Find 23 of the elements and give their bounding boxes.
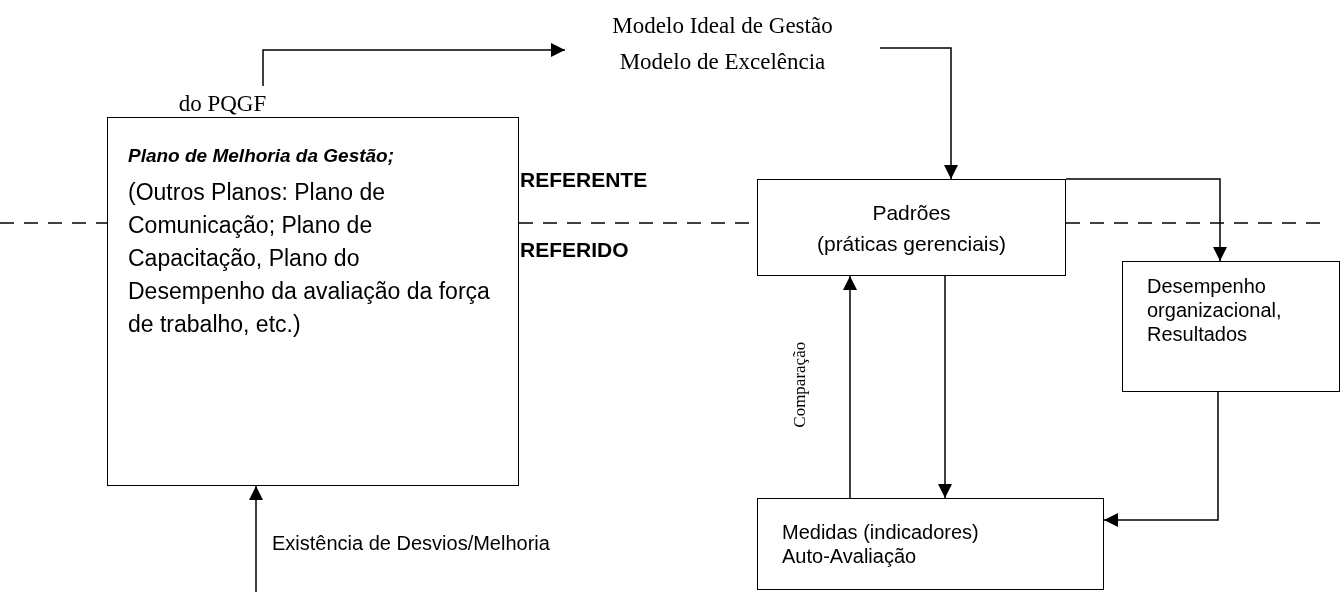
plan-box [107, 117, 519, 486]
arrow [938, 275, 952, 499]
process-box [757, 179, 1066, 276]
process-box [757, 498, 1104, 590]
zone-label: REFERENTE [520, 167, 648, 193]
box-text: Medidas (indicadores) [782, 520, 980, 544]
arrow [249, 485, 263, 592]
model-text: Modelo de Excelência [619, 48, 826, 76]
plan-description: (Outros Planos: Plano de Comunicação; Plano de Capacitação, Plano do Desempenho da avaliação da força de trabalho, etc.) [128, 178, 491, 339]
arrow [1103, 391, 1219, 527]
plan-heading: Plano de Melhoria da Gestão; [128, 144, 396, 168]
arrow [843, 275, 857, 499]
model-text: do PQGF [178, 90, 267, 118]
box-text: (práticas gerenciais) [816, 230, 1007, 257]
box-text: Auto-Avaliação [782, 544, 918, 568]
model-text: Modelo Ideal de Gestão [612, 12, 833, 40]
arrow [1065, 178, 1227, 262]
arrow [879, 47, 958, 180]
box-text: Padrões [872, 199, 951, 226]
zone-label: REFERIDO [520, 237, 629, 263]
box-text: Desempenho organizacional, Resultados [1147, 274, 1283, 346]
arrow [262, 43, 566, 87]
process-box [1122, 261, 1340, 392]
